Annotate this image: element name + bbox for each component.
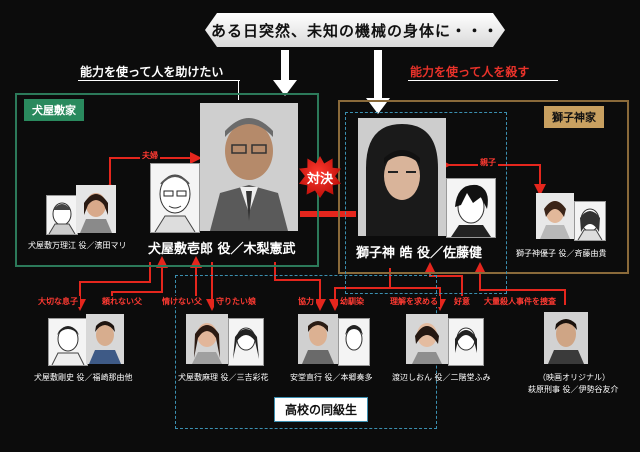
parent-child-relation-label: 親子: [478, 157, 498, 168]
inuyashiki-family-label: 犬屋敷家: [24, 99, 84, 121]
headline-banner: ある日突然、未知の機械の身体に・・・: [205, 13, 505, 47]
shishigami-family-label: 獅子神家: [544, 106, 604, 128]
detective-photo: [544, 312, 588, 364]
shishigami-family-frame: [338, 100, 629, 274]
mari-manga-portrait: [46, 195, 78, 235]
mari-daughter-photo: [186, 314, 228, 364]
detective-caption: 萩原刑事 役／伊勢谷友介: [528, 385, 619, 394]
takeshi-manga-portrait: [48, 318, 88, 366]
naoyuki-caption: 安堂直行 役／本郷奏多: [290, 373, 373, 382]
pathetic-father-label: 情けない父: [160, 296, 204, 307]
mari-daughter-manga-portrait: [228, 318, 264, 366]
detective-note: （映画オリジナル）: [538, 373, 610, 382]
hiro-manga-portrait: [446, 178, 496, 238]
shion-manga-portrait: [448, 318, 484, 366]
takeshi-caption: 犬屋敷剛史 役／福崎那由他: [34, 373, 133, 382]
hiro-caption: 獅子神 皓 役／佐藤健: [356, 246, 483, 261]
hiro-photo: [358, 118, 446, 236]
childhood-friend-label: 幼馴染: [338, 296, 366, 307]
mari-daughter-caption: 犬屋敷麻理 役／三吉彩花: [178, 373, 269, 382]
investigation-label: 大量殺人事件を捜査: [482, 296, 558, 307]
yuko-caption: 獅子神優子 役／斉藤由貴: [516, 249, 607, 258]
protect-daughter-label: 守りたい娘: [214, 296, 258, 307]
shion-caption: 渡辺しおん 役／二階堂ふみ: [392, 373, 491, 382]
mari-photo: [76, 185, 116, 233]
hiro-quote-underline: [408, 80, 558, 81]
takeshi-photo: [86, 314, 124, 364]
hiro-frame: [345, 112, 507, 294]
unreliable-father-label: 頼れない父: [100, 296, 144, 307]
classmates-label: 高校の同級生: [274, 397, 369, 422]
ichiro-quote-underline: [78, 80, 240, 81]
affection-label: 好意: [452, 296, 472, 307]
ichiro-quote: 能力を使って人を助けたい: [80, 65, 224, 79]
hiro-quote: 能力を使って人を殺す: [410, 65, 530, 79]
ichiro-manga-portrait: [150, 163, 200, 233]
wife-relation-label: 夫婦: [140, 150, 160, 161]
yuko-photo: [536, 193, 574, 239]
naoyuki-photo: [298, 314, 338, 364]
mari-caption: 犬屋敷万理江 役／濱田マリ: [28, 241, 127, 250]
shion-photo: [406, 314, 448, 364]
seek-understanding-label: 理解を求める: [388, 296, 440, 307]
ichiro-photo: [200, 103, 298, 231]
yuko-manga-portrait: [574, 201, 606, 241]
dear-son-label: 大切な息子: [36, 296, 80, 307]
cooperation-label: 協力: [296, 296, 316, 307]
ichiro-caption: 犬屋敷壱郎 役／木梨憲武: [148, 242, 296, 257]
ichiro-quote-pointer: [238, 80, 239, 100]
naoyuki-manga-portrait: [338, 318, 370, 366]
